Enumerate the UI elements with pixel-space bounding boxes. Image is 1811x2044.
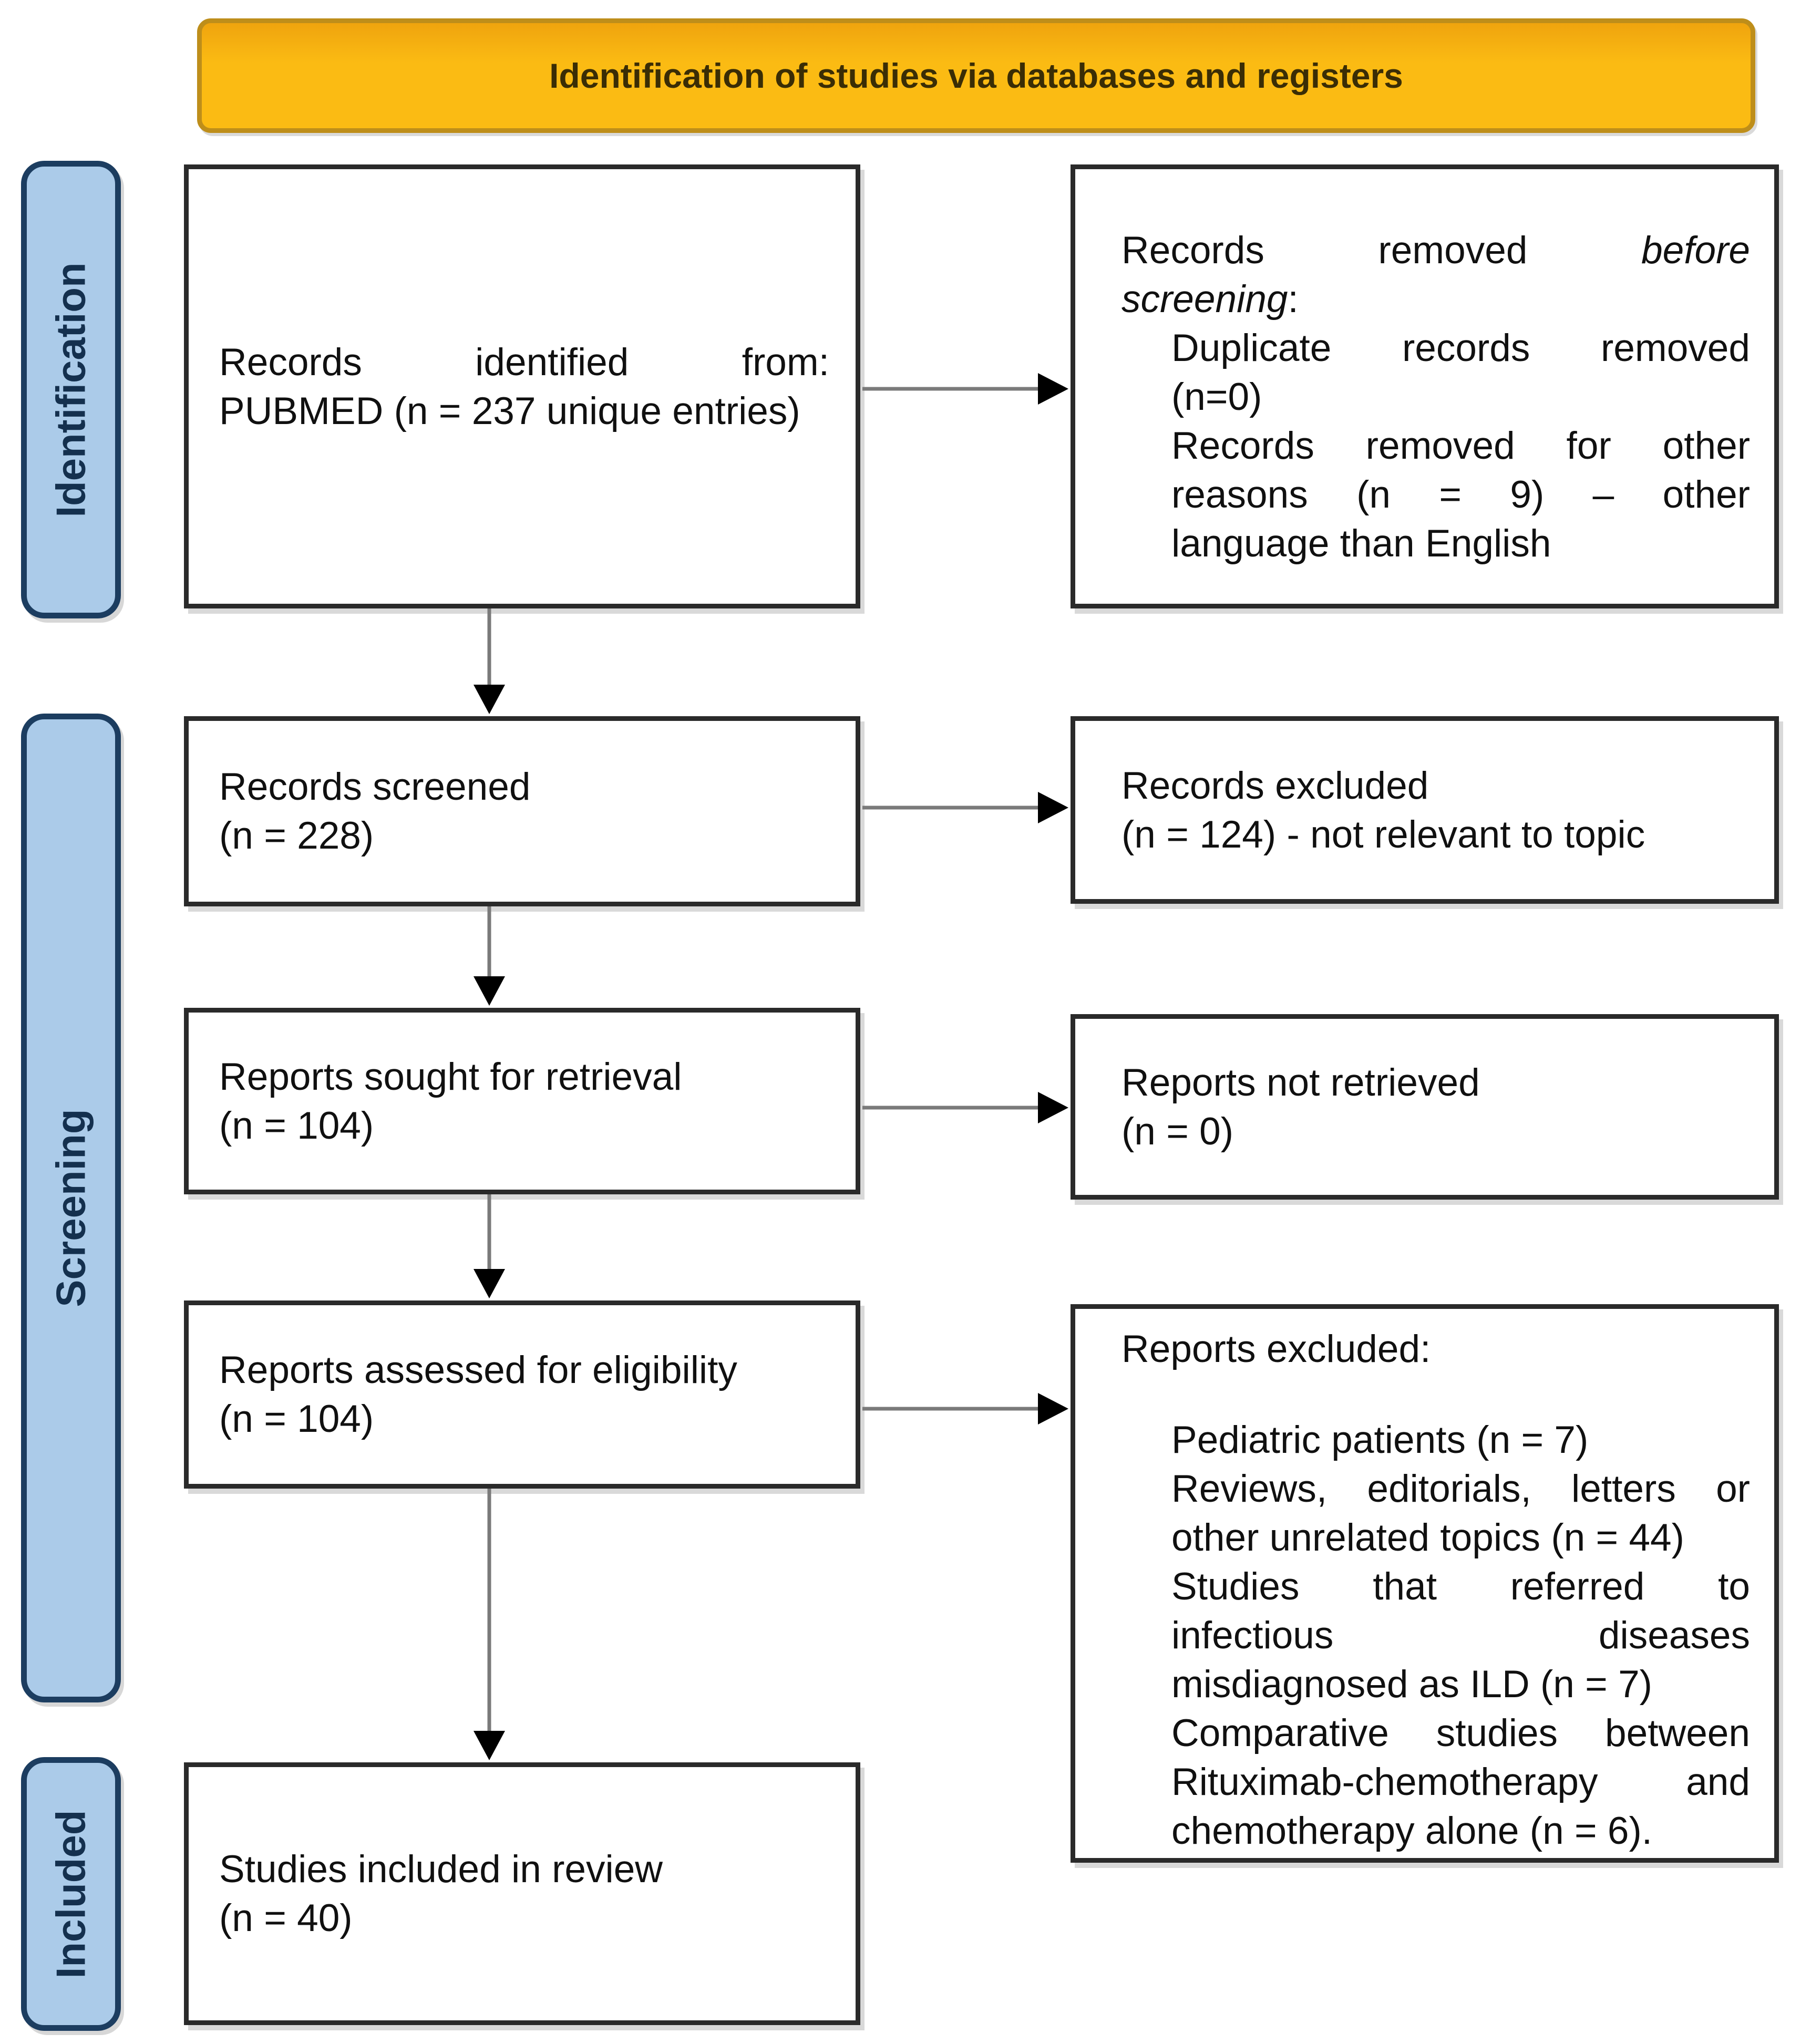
text-line: Duplicate records removed <box>1171 327 1750 369</box>
text-line: (n = 40) <box>219 1897 353 1939</box>
box-records-screened: Records screened (n = 228) <box>184 716 860 906</box>
indented-list: Duplicate records removed (n=0) Records … <box>1121 324 1750 568</box>
text-line: Reviews, editorials, letters or <box>1171 1468 1750 1510</box>
text-line: language than English <box>1171 522 1551 565</box>
text-line: (n = 0) <box>1121 1110 1234 1153</box>
text-line: Records excluded <box>1121 764 1429 807</box>
text-line: (n=0) <box>1171 376 1262 418</box>
text-line: Studies that referred to <box>1171 1565 1750 1608</box>
arrow-sought-to-not-retrieved-icon <box>862 1092 1068 1123</box>
box-reports-sought: Reports sought for retrieval (n = 104) <box>184 1008 860 1194</box>
stage-label-identification: Identification <box>21 161 121 618</box>
banner-title: Identification of studies via databases … <box>197 18 1755 133</box>
arrow-identified-to-screened-icon <box>474 608 505 714</box>
text-line: Records identified from: <box>219 340 829 384</box>
box-reports-excluded: Reports excluded: Pediatric patients (n … <box>1071 1304 1779 1863</box>
arrow-screened-to-excluded-icon <box>862 792 1068 823</box>
box-records-removed-before-screening: Records removed before screening: Duplic… <box>1071 164 1779 608</box>
text-segment-italic: screening <box>1121 278 1288 321</box>
text-segment: Records removed <box>1121 229 1528 272</box>
box-studies-included: Studies included in review (n = 40) <box>184 1762 860 2025</box>
box-records-excluded: Records excluded (n = 124) - not relevan… <box>1071 716 1779 904</box>
text-line: infectious diseases <box>1171 1614 1750 1657</box>
text-line: Records removed for other <box>1171 425 1750 467</box>
stage-label-screening: Screening <box>21 714 121 1702</box>
indented-list: Pediatric patients (n = 7) Reviews, edit… <box>1121 1416 1750 1855</box>
banner-title-text: Identification of studies via databases … <box>549 56 1403 95</box>
text-line: Records removed before <box>1121 226 1750 275</box>
text-line: reasons (n = 9) – other <box>1171 473 1750 516</box>
text-line: other unrelated topics (n = 44) <box>1171 1516 1684 1559</box>
text-line: Reports excluded: <box>1121 1328 1431 1370</box>
text-line: (n = 124) - not relevant to topic <box>1121 813 1645 856</box>
stage-label-included-text: Included <box>47 1810 94 1978</box>
text-line: (n = 104) <box>219 1398 374 1440</box>
text-line: Records screened <box>219 766 531 808</box>
box-reports-assessed: Reports assessed for eligibility (n = 10… <box>184 1300 860 1489</box>
arrow-screened-to-sought-icon <box>474 906 505 1006</box>
text-line: misdiagnosed as ILD (n = 7) <box>1171 1663 1652 1706</box>
text-line: Reports not retrieved <box>1121 1061 1480 1104</box>
text-line: chemotherapy alone (n = 6). <box>1171 1810 1653 1852</box>
arrow-sought-to-assessed-icon <box>474 1194 505 1298</box>
text-line: (n = 104) <box>219 1104 374 1147</box>
text-line: screening: <box>1121 275 1750 324</box>
text-line: Reports sought for retrieval <box>219 1055 682 1098</box>
box-reports-not-retrieved: Reports not retrieved (n = 0) <box>1071 1014 1779 1200</box>
arrow-assessed-to-reports-excluded-icon <box>862 1393 1068 1424</box>
text-line: Rituximab-chemotherapy and <box>1171 1761 1750 1803</box>
text-segment: : <box>1288 278 1299 321</box>
text-line: Pediatric patients (n = 7) <box>1171 1419 1589 1461</box>
stage-label-included: Included <box>21 1757 121 2031</box>
text-segment-italic: before <box>1641 229 1750 272</box>
arrow-assessed-to-included-icon <box>474 1489 505 1760</box>
text-line: Comparative studies between <box>1171 1712 1750 1754</box>
text-line: Reports assessed for eligibility <box>219 1349 737 1391</box>
arrow-identified-to-removed-icon <box>862 373 1068 405</box>
stage-label-screening-text: Screening <box>47 1109 94 1307</box>
text-line: (n = 228) <box>219 814 374 857</box>
text-line: Studies included in review <box>219 1848 663 1891</box>
box-records-identified: Records identified from: PUBMED (n = 237… <box>184 164 860 608</box>
stage-label-identification-text: Identification <box>47 262 94 518</box>
text-line: PUBMED (n = 237 unique entries) <box>219 389 800 432</box>
